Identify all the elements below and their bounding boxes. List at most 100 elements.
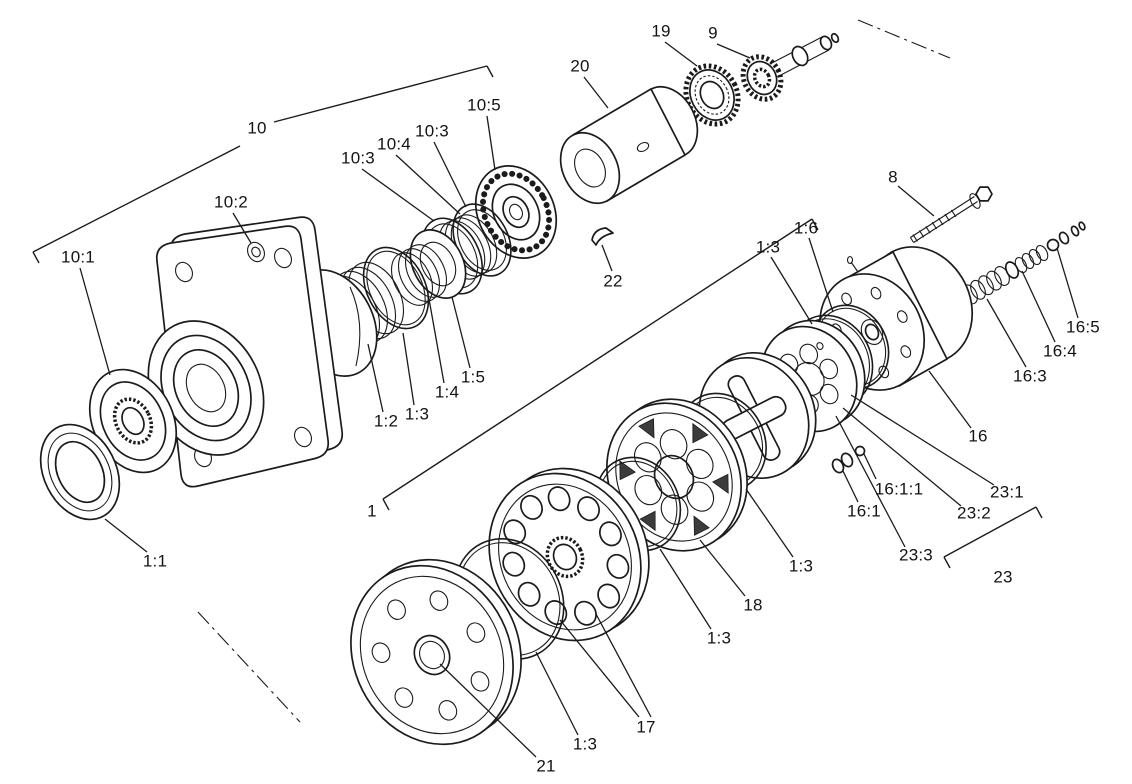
leader-line	[535, 651, 579, 736]
part-21-end-plate	[350, 558, 522, 746]
leader-line	[583, 76, 609, 109]
callout-16-4: 16:4	[1043, 341, 1077, 361]
leader-line	[402, 332, 415, 406]
callout-1-3-e: 1:3	[572, 734, 598, 754]
callout-17: 17	[636, 717, 656, 737]
leader-line	[716, 43, 751, 59]
phantom-line	[197, 611, 301, 723]
callout-10-4: 10:4	[377, 134, 411, 154]
bracket-tick	[486, 65, 494, 78]
bracket-tick	[811, 218, 819, 231]
leader-line	[439, 663, 537, 758]
callout-8: 8	[888, 167, 898, 187]
callout-22: 22	[603, 271, 623, 291]
leader-line	[486, 115, 496, 171]
leader-line	[986, 298, 1027, 368]
bracket-10-right	[273, 65, 488, 123]
bracket-tick	[32, 251, 40, 264]
leader-line	[659, 548, 712, 630]
leader-line	[897, 185, 935, 217]
callout-19: 19	[651, 21, 671, 41]
callout-1: 1	[367, 501, 377, 521]
leader-line	[559, 619, 640, 718]
part-9-pinion-gear	[740, 32, 840, 102]
callout-23-1: 23:1	[990, 482, 1024, 502]
part-1-housing	[147, 216, 378, 488]
callout-1-3-d: 1:3	[404, 404, 430, 424]
leader-line	[699, 539, 746, 597]
callout-10-3-b: 10:3	[415, 121, 449, 141]
leader-line	[395, 154, 461, 215]
leader-line	[745, 488, 794, 558]
part-19-drive-gear	[683, 63, 741, 127]
bracket-tick	[382, 498, 390, 511]
leader-line	[361, 168, 435, 222]
callout-23-2: 23:2	[957, 503, 991, 523]
leader-line	[808, 237, 834, 313]
leader-line	[842, 407, 962, 507]
callout-10-3-a: 10:3	[341, 148, 375, 168]
callout-1-4: 1:4	[434, 382, 460, 402]
leader-line	[1056, 247, 1079, 319]
callout-21: 21	[536, 756, 556, 776]
part-10-5-bearing	[474, 165, 558, 259]
leader-line	[850, 394, 995, 486]
group-leader-lines	[79, 41, 1079, 758]
callout-1-2: 1:2	[373, 411, 399, 431]
callout-9: 9	[708, 23, 718, 43]
leader-line	[664, 41, 698, 67]
leader-line	[863, 453, 877, 480]
part-22-key	[591, 227, 614, 246]
part-16-1-1-ball	[854, 445, 866, 457]
callout-1-6: 1:6	[793, 218, 819, 238]
callout-16-3: 16:3	[1013, 366, 1047, 386]
leader-line	[601, 244, 613, 272]
callout-10-1: 10:1	[61, 247, 95, 267]
group-phantom-lines	[197, 19, 951, 723]
part-16-5-detent	[1046, 221, 1086, 252]
leader-line	[451, 296, 471, 369]
callout-16-1: 16:1	[847, 501, 881, 521]
leader-line	[595, 613, 652, 718]
part-16-4-spring	[1014, 244, 1049, 274]
leader-line	[433, 141, 467, 208]
leader-line	[928, 370, 972, 429]
callout-1-3-b: 1:3	[788, 556, 814, 576]
leader-line	[1021, 270, 1056, 343]
callout-1-3-a: 1:3	[755, 237, 781, 257]
bracket-tick	[943, 556, 951, 569]
leader-line	[79, 267, 111, 376]
part-16-1-plug	[831, 445, 866, 474]
part-20-coupling	[559, 85, 699, 205]
callout-10: 10	[247, 118, 267, 138]
leader-line	[842, 470, 859, 503]
bracket-tick	[1035, 506, 1043, 519]
callout-18: 18	[743, 595, 763, 615]
callout-1-1: 1:1	[142, 551, 168, 571]
callout-16-5: 16:5	[1066, 317, 1100, 337]
part-1-1-seal	[39, 423, 121, 521]
group-brackets	[32, 65, 1043, 569]
bracket-10-left	[32, 145, 241, 253]
part-18-stator	[606, 398, 748, 552]
leader-line	[428, 298, 445, 384]
bracket-23	[943, 506, 1037, 558]
leader-line	[770, 256, 813, 325]
leader-line	[232, 212, 252, 244]
callout-23: 23	[993, 567, 1013, 587]
leader-line	[104, 518, 148, 553]
part-8-bolt	[909, 186, 993, 243]
bracket-1	[382, 218, 813, 500]
callout-16-1-1: 16:1:1	[874, 479, 924, 499]
callout-1-3-c: 1:3	[706, 628, 732, 648]
part-10-1-bearing	[88, 368, 178, 474]
callout-10-5: 10:5	[467, 95, 501, 115]
leader-line	[835, 415, 906, 548]
callout-1-5: 1:5	[460, 367, 486, 387]
part-17-rotor	[488, 467, 650, 642]
callout-16: 16	[968, 426, 988, 446]
callout-20: 20	[570, 56, 590, 76]
phantom-line	[857, 19, 951, 59]
callout-23-3: 23:3	[899, 545, 933, 565]
